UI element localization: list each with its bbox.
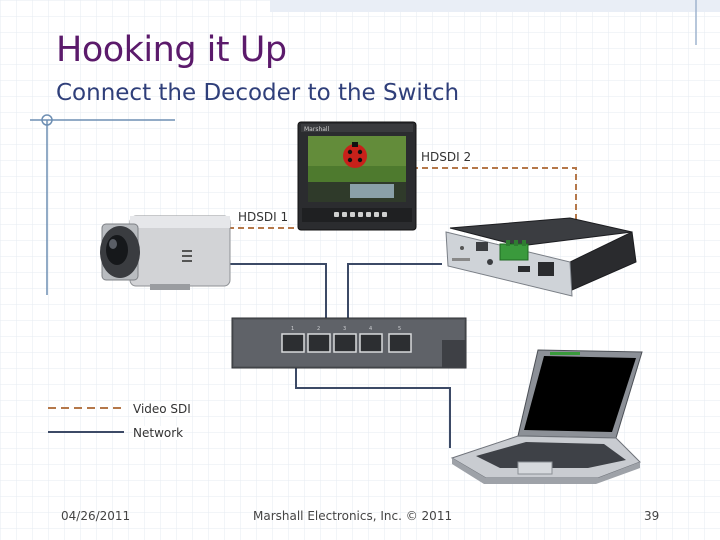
hdsdi1-label: HDSDI 1 [238,210,289,224]
svg-text:1: 1 [291,326,294,332]
legend-video-sdi-label: Video SDI [133,402,191,416]
monitor-device: Marshall [297,121,417,231]
laptop-device [450,349,643,484]
network-link-camera [185,263,327,326]
svg-text:4: 4 [369,326,372,332]
svg-text:2: 2 [317,326,320,332]
svg-text:5: 5 [398,326,401,332]
slide-title: Hooking it Up [56,30,287,70]
legend-network-label: Network [133,426,184,440]
network-switch: 1 2 3 4 5 [231,317,467,369]
camera-device [100,215,231,290]
footer-company: Marshall Electronics, Inc. © 2011 [253,509,453,523]
sdi-link-monitor-to-decoder [412,167,577,220]
svg-text:3: 3 [343,326,346,332]
network-link-decoder [347,263,442,326]
footer-date: 04/26/2011 [61,509,131,523]
slide-subtitle: Connect the Decoder to the Switch [56,80,460,106]
decoder-device [445,217,637,297]
footer-page-number: 39 [644,509,660,523]
svg-text:Marshall: Marshall [304,126,330,133]
hdsdi2-label: HDSDI 2 [421,150,472,164]
network-link-laptop [295,366,451,448]
